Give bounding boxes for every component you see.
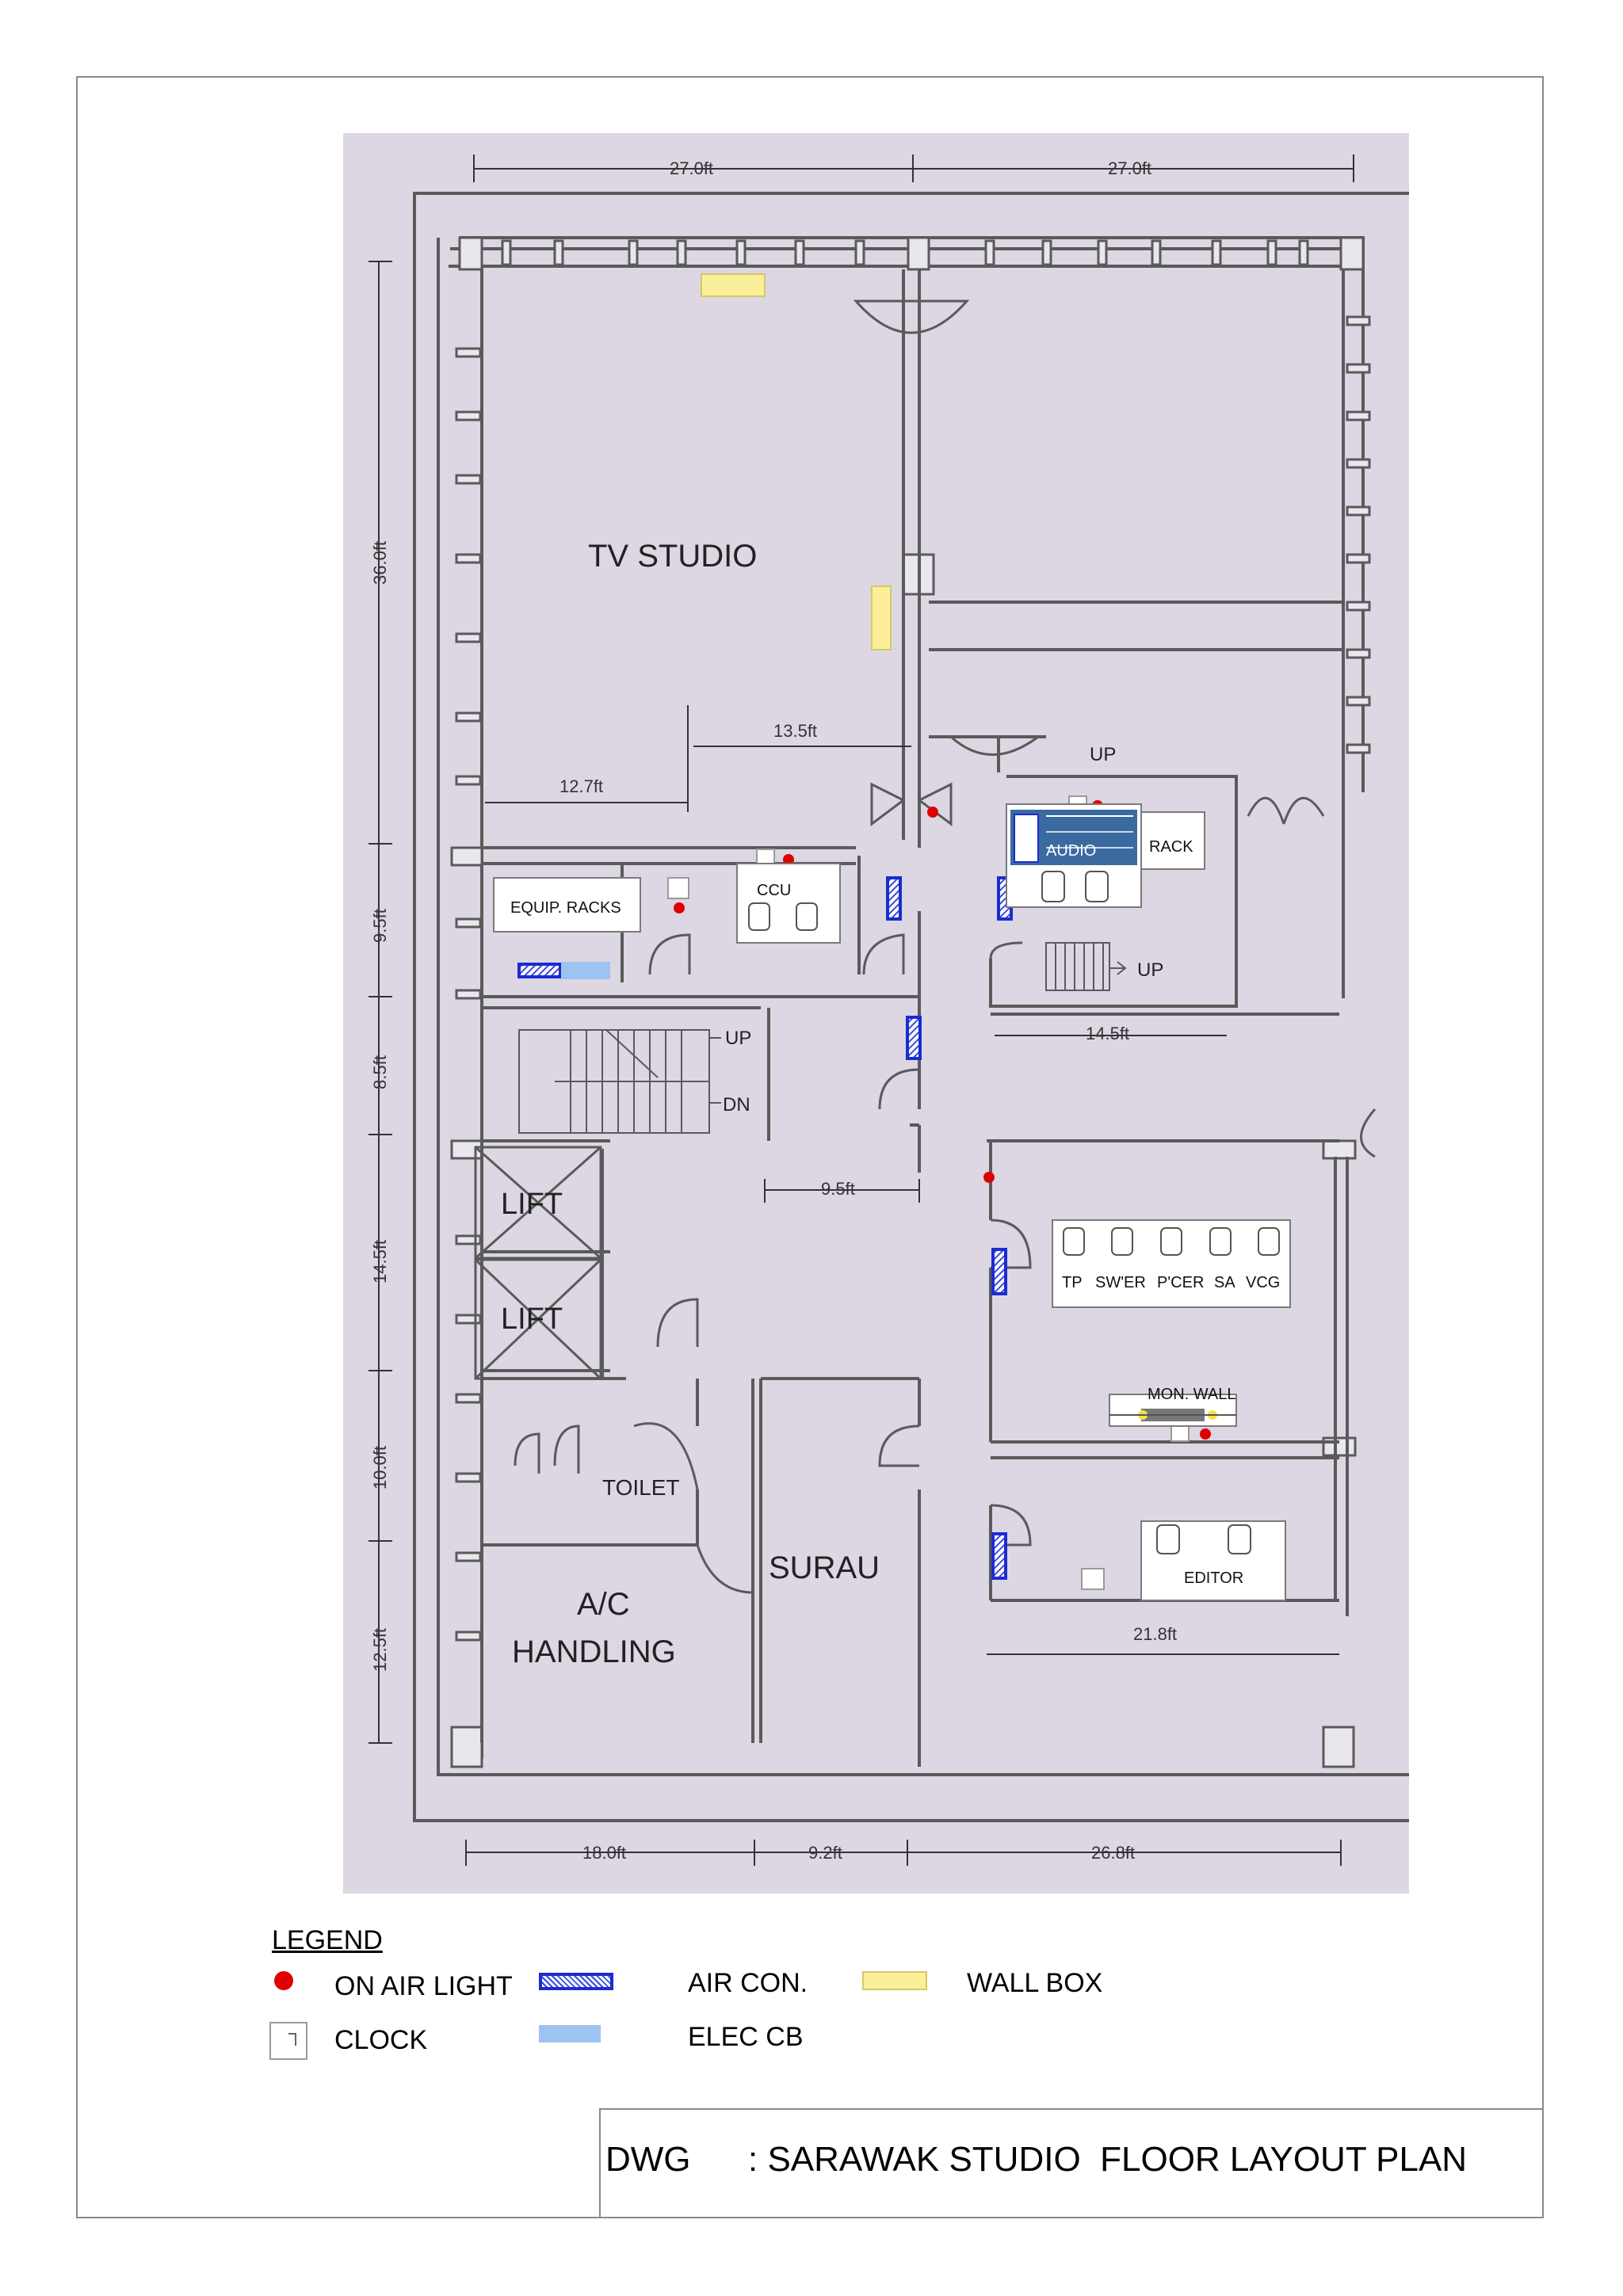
on-air-lights [674, 800, 1211, 1440]
label-pcer: P'CER [1157, 1274, 1204, 1291]
label-sa: SA [1214, 1274, 1235, 1291]
wall-columns [450, 236, 1371, 1768]
dim-bottom-92: 9.2ft [808, 1843, 842, 1863]
stair-2 [1045, 942, 1127, 991]
elec-cb [561, 962, 610, 979]
label-equip-racks: EQUIP. RACKS [510, 899, 621, 917]
dim-studio-135: 13.5ft [773, 721, 817, 741]
label-rack: RACK [1149, 838, 1193, 856]
label-mon-wall: MON. WALL [1148, 1386, 1236, 1403]
dim-bottom-180: 18.0ft [582, 1843, 626, 1863]
label-vcg: VCG [1246, 1274, 1280, 1291]
chairs [748, 871, 1280, 1554]
stair-label-up: UP [725, 1028, 751, 1049]
dimension-lines [369, 154, 1354, 1866]
room-label-toilet: TOILET [602, 1475, 680, 1500]
stair-label-up-3: UP [1137, 959, 1163, 981]
room-label-ac-handling-2: HANDLING [512, 1634, 676, 1669]
dim-left-125: 12.5ft [370, 1628, 390, 1672]
dim-left-85: 8.5ft [370, 1055, 390, 1089]
label-swer: SW'ER [1095, 1274, 1146, 1291]
room-label-lift-2: LIFT [501, 1302, 563, 1336]
dim-bottom-268: 26.8ft [1091, 1843, 1135, 1863]
wall-boxes [701, 273, 892, 650]
stair-1 [518, 1029, 721, 1134]
dim-top-left: 27.0ft [670, 158, 713, 178]
dim-left-145: 14.5ft [370, 1240, 390, 1283]
dim-left-100: 10.0ft [370, 1446, 390, 1489]
dim-editor-218: 21.8ft [1133, 1624, 1177, 1644]
title-block: DWG : SARAWAK STUDIO FLOOR LAYOUT PLAN [599, 2108, 1544, 2218]
drawing-title: : SARAWAK STUDIO FLOOR LAYOUT PLAN [748, 2140, 1468, 2179]
title-block-label: DWG [605, 2140, 691, 2179]
dim-top-right: 27.0ft [1108, 158, 1151, 178]
air-con-units [517, 876, 1013, 1580]
doors [514, 299, 1377, 1594]
audio-console [1010, 810, 1137, 865]
label-ccu: CCU [757, 882, 791, 899]
monitor-wall [1109, 1409, 1236, 1421]
room-label-lift-1: LIFT [501, 1188, 563, 1221]
room-label-tv-studio: TV STUDIO [588, 539, 757, 574]
room-label-surau: SURAU [769, 1550, 880, 1585]
lift-shafts [474, 1146, 602, 1380]
stair-label-dn: DN [723, 1094, 750, 1116]
room-label-ac-handling-1: A/C [577, 1587, 630, 1622]
dim-left-36: 36.0ft [370, 541, 390, 585]
dim-studio-127: 12.7ft [559, 776, 603, 796]
dim-audio-145: 14.5ft [1086, 1024, 1129, 1043]
stair-label-up-2: UP [1090, 744, 1116, 765]
dim-lobby-95: 9.5ft [821, 1179, 855, 1199]
label-editor: EDITOR [1184, 1569, 1243, 1587]
label-audio: AUDIO [1046, 842, 1096, 860]
drawing-sheet [76, 76, 1544, 2218]
top-wall-columns [501, 239, 1309, 266]
label-tp: TP [1062, 1274, 1083, 1291]
dim-left-95: 9.5ft [370, 909, 390, 943]
